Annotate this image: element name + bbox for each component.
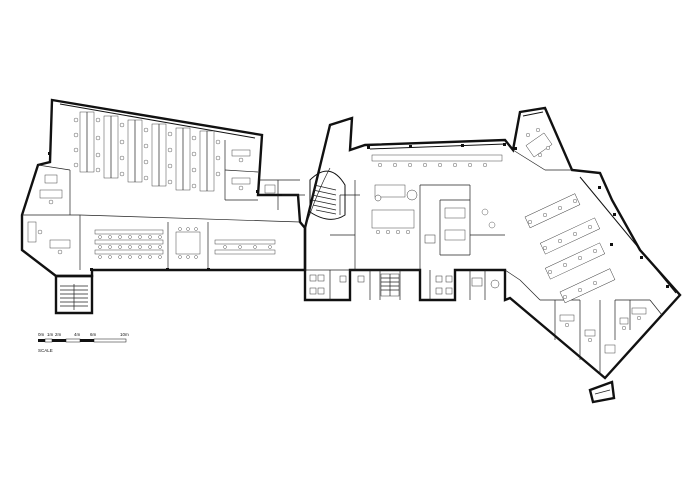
scale-tick-4: 6m (90, 332, 97, 337)
scale-caption: SCALE (38, 348, 53, 353)
east-offices (559, 307, 647, 354)
entry-steps (588, 380, 616, 404)
central-stair (304, 167, 346, 229)
scale-bar: 0m 1m 2m 4m 6m 10m SCALE (38, 332, 129, 353)
partitions (22, 140, 663, 375)
west-chairs (73, 117, 221, 189)
core-stair (380, 273, 400, 297)
stair-tower (60, 284, 88, 310)
scale-tick-2: 2m (55, 332, 62, 337)
training-room (94, 227, 276, 259)
west-workstations (79, 111, 215, 192)
scale-tick-5: 10m (120, 332, 129, 337)
east-workstations (524, 193, 616, 304)
scale-tick-1: 1m (47, 332, 54, 337)
west-offices (27, 174, 71, 255)
scale-tick-0: 0m (38, 332, 45, 337)
east-conference (525, 127, 553, 158)
core-furniture (371, 154, 503, 244)
junction-offices (231, 149, 276, 194)
windows (59, 103, 677, 294)
scale-tick-3: 4m (74, 332, 81, 337)
columns (48, 143, 669, 288)
restrooms (309, 274, 500, 295)
